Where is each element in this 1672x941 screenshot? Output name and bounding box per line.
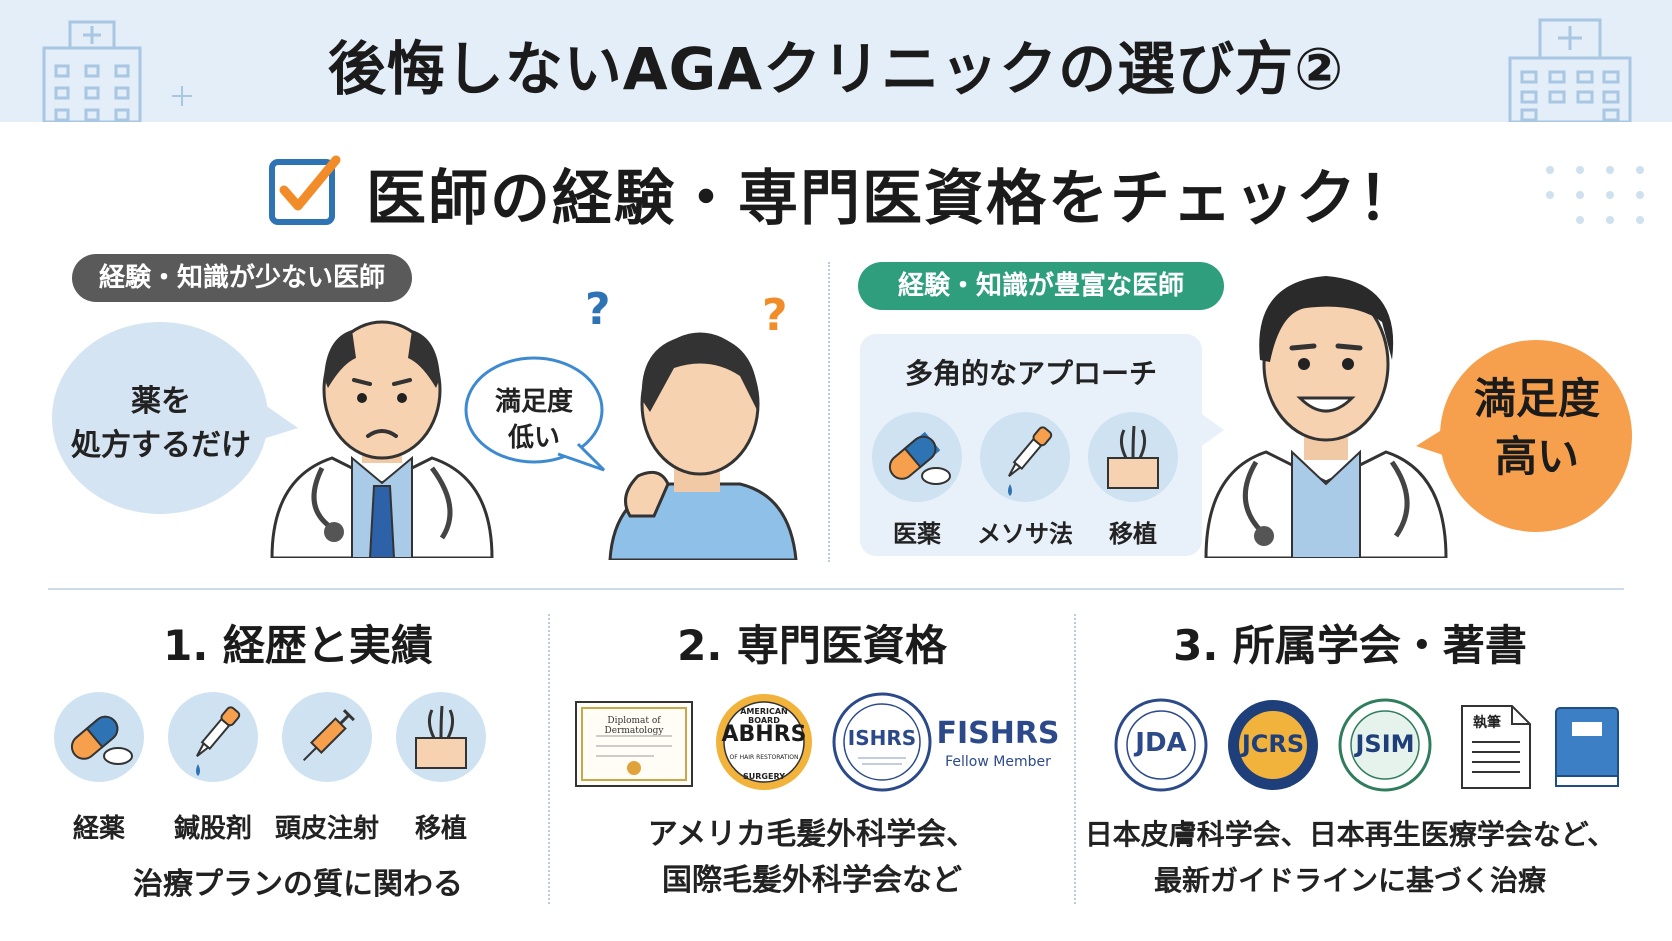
question-mark-icon: ? <box>585 284 611 335</box>
desc-line: 最新ガイドラインに基づく治療 <box>1153 864 1546 897</box>
patient-speech-bubble <box>464 356 606 472</box>
seal-label: JDA <box>1135 728 1187 758</box>
desc-line: 治療プランの質に関わる <box>133 867 463 902</box>
approach-box-pointer <box>1196 410 1224 450</box>
abhrs-top: AMERICAN BOARD <box>740 707 788 725</box>
fishrs-sub: Fellow Member <box>945 754 1051 770</box>
column-divider <box>548 614 550 904</box>
desc-line: 国際毛髪外科学会など <box>662 863 962 898</box>
document-icon <box>1461 705 1531 789</box>
jsim-seal-icon <box>1338 698 1432 792</box>
high-satisfaction-text: 満足度 高い <box>1444 370 1630 486</box>
subtitle: 医師の経験・専門医資格をチェック！ <box>366 164 1420 234</box>
smiling-doctor-illustration <box>1204 276 1448 558</box>
treatment-label: 鍼股剤 <box>173 814 252 844</box>
abhrs-sub: OF HAIR RESTORATION <box>729 754 799 761</box>
treatment-label: 経薬 <box>72 814 125 844</box>
hospital-icon-right <box>1508 18 1632 122</box>
approach-title: 多角的なアプローチ <box>904 357 1157 390</box>
sparkle-icon <box>172 86 192 106</box>
speech-line: 薬を <box>131 384 191 419</box>
experienced-doctor-badge: 経験・知識が豊富な医師 <box>858 262 1224 310</box>
treatment-label: 頭皮注射 <box>274 814 379 844</box>
column-desc-certification: アメリカ毛髪外科学会、 国際毛髪外科学会など <box>550 812 1074 904</box>
checkbox-icon <box>269 155 341 225</box>
question-mark-icon: ? <box>762 290 788 341</box>
patient-speech-text: 満足度 低い <box>470 384 598 456</box>
medicine-icon <box>54 692 144 782</box>
seal-label: JCRS <box>1241 730 1305 758</box>
document-label: 執筆 <box>1473 715 1501 731</box>
page-title: 後悔しないAGAクリニックの選び方② <box>327 35 1345 103</box>
column-desc-career: 治療プランの質に関わる <box>48 862 548 908</box>
doctor-speech-bubble <box>52 322 298 514</box>
panel-divider <box>828 262 830 562</box>
abhrs-name: ABHRS <box>721 722 807 747</box>
inexperienced-doctor-badge: 経験・知識が少ない医師 <box>72 254 412 302</box>
abhrs-seal-icon <box>716 694 812 790</box>
dropper-icon <box>980 412 1070 502</box>
high-satisfaction-bubble <box>1416 340 1632 532</box>
section-divider <box>48 588 1624 590</box>
approach-label: 移植 <box>1109 520 1157 548</box>
treatment-label: 移植 <box>414 814 467 844</box>
approach-label: メソサ法 <box>977 520 1073 548</box>
header-banner <box>0 0 1672 122</box>
patient-illustration <box>608 332 798 560</box>
dermatology-diploma-icon <box>575 701 693 787</box>
desc-line: アメリカ毛髪外科学会、 <box>647 817 977 852</box>
speech-line: 処方するだけ <box>71 428 251 463</box>
speech-line: 高い <box>1494 432 1579 481</box>
dot-pattern-icon <box>1546 166 1644 224</box>
fishrs-name: FISHRS <box>936 716 1060 751</box>
hair-transplant-icon <box>396 692 486 782</box>
column-title-certification: 2. 専門医資格 <box>677 621 947 670</box>
column-divider <box>1074 614 1076 904</box>
subtitle-row: 医師の経験・専門医資格をチェック！ <box>0 142 1672 234</box>
book-icon <box>1555 707 1619 787</box>
speech-line: 低い <box>507 423 560 453</box>
approach-label: 医薬 <box>893 520 941 548</box>
bald-doctor-illustration <box>270 320 494 558</box>
diploma-title: Diplomat of Dermatology <box>604 716 664 736</box>
speech-line: 満足度 <box>1473 374 1600 423</box>
abhrs-bottom: SURGERY <box>743 772 785 781</box>
syringe-icon <box>282 692 372 782</box>
ishrs-name: ISHRS <box>847 726 917 750</box>
ishrs-seal-icon <box>832 692 932 792</box>
speech-line: 満足度 <box>494 387 573 417</box>
column-desc-societies: 日本皮膚科学会、日本再生医療学会など、 最新ガイドラインに基づく治療 <box>1076 812 1624 904</box>
hospital-icon-left <box>42 20 142 122</box>
doctor-speech-text: 薬を 処方するだけ <box>56 380 266 468</box>
jda-seal-icon <box>1114 698 1208 792</box>
desc-line: 日本皮膚科学会、日本再生医療学会など、 <box>1084 818 1616 851</box>
column-title-career: 1. 経歴と実績 <box>163 621 433 670</box>
dropper-icon <box>168 692 258 782</box>
column-title-societies: 3. 所属学会・著書 <box>1173 621 1527 670</box>
jcrs-seal-icon <box>1228 700 1318 790</box>
medicine-icon <box>872 412 962 502</box>
seal-label: JSIM <box>1355 730 1415 758</box>
hair-transplant-icon <box>1088 412 1178 502</box>
